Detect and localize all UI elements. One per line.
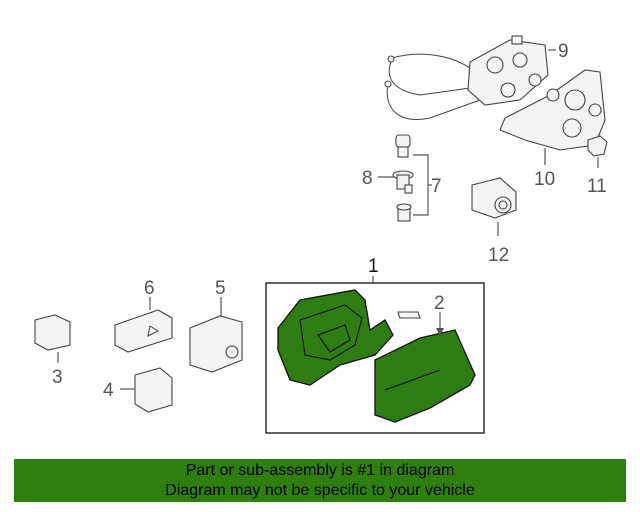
part-11-knob[interactable] (587, 135, 608, 157)
part-1-cluster-housing[interactable] (277, 289, 394, 386)
callout-8: 8 (362, 168, 373, 189)
callout-7: 7 (431, 176, 442, 197)
part-5-module[interactable] (189, 315, 243, 373)
part-4-switch[interactable] (134, 367, 173, 413)
callout-5: 5 (215, 278, 226, 299)
callout-4: 4 (103, 380, 114, 401)
part-1-box (265, 282, 485, 434)
callout-11: 11 (587, 176, 607, 197)
part-10-trim-bezel[interactable] (499, 69, 606, 151)
part-6-hazard-switch[interactable] (114, 309, 173, 353)
part-9-heater-control[interactable] (384, 35, 549, 120)
part-2-lens[interactable] (374, 329, 476, 423)
parts-diagram: 9 10 11 7 8 12 3 (34, 35, 608, 434)
callout-9: 9 (558, 41, 569, 62)
part-12-switch[interactable] (471, 177, 517, 219)
part-7-lighter-assembly[interactable] (392, 134, 414, 222)
callout-1: 1 (368, 256, 379, 277)
part-3-switch[interactable] (34, 314, 71, 351)
callout-12: 12 (488, 245, 509, 266)
callout-3: 3 (52, 367, 63, 388)
screw[interactable] (397, 311, 421, 319)
banner-line-1: Part or sub-assembly is #1 in diagram (185, 462, 455, 479)
banner-line-2: Diagram may not be specific to your vehi… (165, 482, 475, 499)
info-banner: Part or sub-assembly is #1 in diagram Di… (14, 459, 626, 502)
callout-6: 6 (144, 278, 155, 299)
callout-2: 2 (434, 293, 445, 314)
callout-10: 10 (534, 169, 555, 190)
